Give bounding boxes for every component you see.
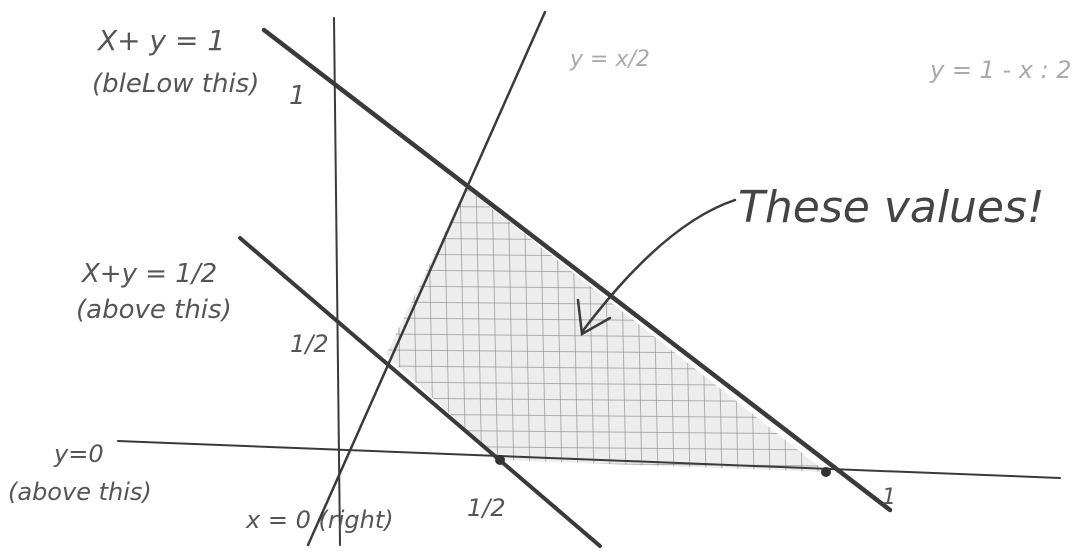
label-x-plus-y-one: X+ y = 1 xyxy=(96,24,225,57)
label-below-this: (bleLow this) xyxy=(92,69,259,99)
label-y-x-half: y = x/2 xyxy=(569,47,650,72)
hatch-stroke xyxy=(386,188,387,472)
label-x-plus-y-half: X+y = 1/2 xyxy=(80,259,217,289)
x-plus-y-one-line xyxy=(261,27,893,513)
tick-y-half: 1/2 xyxy=(290,330,329,358)
label-above-this-1: (above this) xyxy=(76,295,232,325)
hatch-stroke xyxy=(386,413,826,419)
hatch-stroke xyxy=(507,188,515,472)
hatch-stroke xyxy=(475,188,483,472)
tick-x-one: 1 xyxy=(882,485,896,510)
label-above-this-2: (above this) xyxy=(8,478,152,506)
hatch-stroke xyxy=(491,188,499,472)
x-plus-y-half-line xyxy=(238,236,602,548)
callout-arrowhead xyxy=(576,298,612,337)
x-zero-line xyxy=(333,17,341,546)
label-y-1-x: y = 1 - x : 2 xyxy=(929,56,1072,84)
tick-y-one: 1 xyxy=(289,81,306,111)
label-x-zero: x = 0 (right) xyxy=(245,506,394,534)
label-y-zero: y=0 xyxy=(53,440,104,468)
tick-x-half: 1/2 xyxy=(467,494,506,522)
intersection-point-half xyxy=(495,455,505,465)
intersection-point-one xyxy=(821,467,831,477)
y-zero-line xyxy=(117,440,1061,479)
y-x-half-line xyxy=(306,10,547,547)
callout-text: These values! xyxy=(738,182,1045,233)
callout-arrow xyxy=(580,198,737,334)
